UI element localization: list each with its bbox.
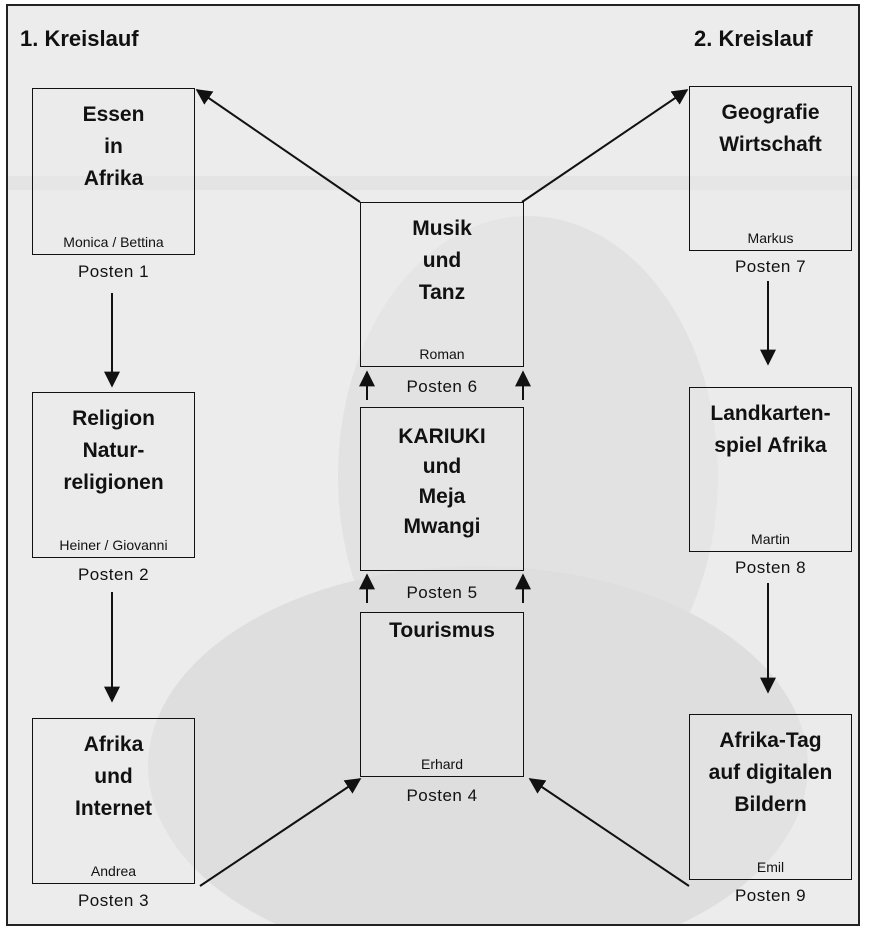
station-box-6: Musik und Tanz Roman [360, 202, 524, 367]
station-person: Martin [751, 531, 790, 547]
station-title: Essen in Afrika [82, 103, 145, 190]
station-title: Tourismus [389, 619, 495, 642]
station-title: Musik und Tanz [412, 217, 472, 304]
station-number: Posten 6 [406, 377, 478, 396]
station-title: Religion Natur- religionen [63, 407, 164, 494]
station-title: Geografie Wirtschaft [719, 101, 822, 156]
station-person: Emil [756, 859, 785, 875]
station-person: Roman [419, 346, 465, 362]
arrow-9-to-4 [528, 778, 690, 887]
station-number: Posten 1 [77, 262, 150, 281]
flow-arrows [104, 89, 776, 887]
station-number: Posten 3 [77, 891, 150, 910]
station-person: Markus [747, 230, 794, 246]
station-number: Posten 8 [734, 558, 807, 577]
arrow-6-to-7 [521, 89, 689, 203]
station-number: Posten 2 [77, 565, 150, 584]
station-number: Posten 9 [734, 886, 807, 905]
station-number: Posten 7 [734, 257, 807, 276]
station-box-2: Religion Natur- religionen Heiner / Giov… [32, 392, 195, 558]
arrow-6-to-1 [195, 89, 361, 203]
station-person: Andrea [90, 863, 137, 879]
diagram-canvas: 1. Kreislauf 2. Kreislauf Essen in Afrik… [6, 4, 860, 926]
station-box-3: Afrika und Internet Andrea [32, 718, 195, 884]
background-portrait-image [8, 6, 858, 924]
station-person: Monica / Bettina [63, 234, 164, 250]
arrow-3-to-4 [199, 778, 362, 887]
station-box-4: Tourismus Erhard [360, 612, 524, 777]
station-box-8: Landkarten- spiel Afrika Martin [689, 387, 852, 552]
station-box-5: KARIUKI und Meja Mwangi [360, 407, 524, 571]
station-number: Posten 5 [406, 583, 478, 602]
station-box-9: Afrika-Tag auf digitalen Bildern Emil [689, 714, 852, 880]
station-number: Posten 4 [406, 786, 478, 805]
circuit-1-heading: 1. Kreislauf [20, 26, 139, 51]
station-title: KARIUKI und Meja Mwangi [398, 425, 486, 538]
circuit-2-heading: 2. Kreislauf [694, 26, 813, 51]
station-box-7: Geografie Wirtschaft Markus [689, 86, 852, 251]
station-person: Erhard [420, 756, 464, 772]
station-title: Afrika und Internet [74, 733, 152, 820]
station-person: Heiner / Giovanni [59, 537, 168, 553]
station-title: Landkarten- spiel Afrika [710, 402, 831, 457]
station-title: Afrika-Tag auf digitalen Bildern [708, 729, 833, 816]
station-box-1: Essen in Afrika Monica / Bettina [32, 88, 195, 255]
